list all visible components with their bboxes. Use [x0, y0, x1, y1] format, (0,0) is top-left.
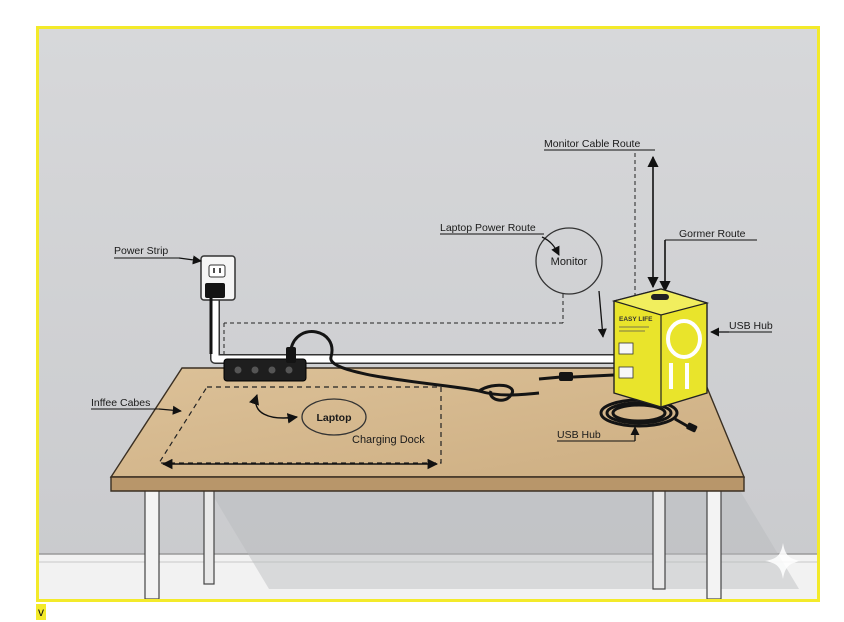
- footer-caption: v: [36, 604, 46, 620]
- connector-cable: [572, 373, 615, 379]
- connector-cable: [538, 375, 562, 381]
- laptop-ellipse: [301, 398, 367, 436]
- usb-cable-coil: [611, 403, 667, 423]
- cable-coil: [478, 383, 515, 402]
- box-cable-image: [669, 363, 673, 389]
- outlet-socket-top: [208, 264, 226, 278]
- desk-cable-diagram: Laptop Charging Dock Monitor Laptop Powe…: [39, 29, 817, 599]
- monitor-label: Monitor: [551, 256, 588, 268]
- illustration-frame: Laptop Charging Dock Monitor Laptop Powe…: [36, 26, 820, 602]
- power-plug: [205, 283, 225, 298]
- laptop-power-route-arrow: [541, 236, 560, 256]
- desk-leg-front-right: [706, 488, 722, 599]
- power-cable: [289, 330, 540, 397]
- strip-socket: [268, 366, 276, 374]
- strip-socket: [285, 366, 293, 374]
- sparkle-icon: [765, 543, 801, 579]
- monitor-cable-route-label: Monitor Cable Route: [544, 138, 640, 150]
- strip-socket: [251, 366, 259, 374]
- laptop-power-route-label: Laptop Power Route: [440, 222, 536, 234]
- usb-cable-end: [674, 417, 690, 429]
- desk-leg-back-left: [203, 488, 215, 585]
- monitor-to-hub-arrow: [597, 290, 607, 338]
- box-cable-image: [685, 363, 689, 389]
- usb-hub-box-label: USB Hub: [729, 320, 773, 332]
- box-product-image: [618, 342, 634, 355]
- inffee-cabes-label: Inffee Cabes: [91, 397, 150, 409]
- inffee-cabes-arrow: [158, 405, 182, 415]
- box-brand: EASY LIFE: [619, 316, 653, 323]
- laptop-arrow: [249, 394, 299, 424]
- strip-socket: [234, 366, 242, 374]
- usb-hub-cable-label: USB Hub: [557, 429, 601, 441]
- monitor-circle: [535, 227, 603, 295]
- desk-shadow: [209, 489, 799, 589]
- laptop-label: Laptop: [317, 412, 352, 424]
- power-strip-label: Power Strip: [114, 245, 168, 257]
- power-strip: [223, 358, 307, 382]
- cable-raceway: [211, 287, 627, 363]
- cable-connector: [559, 372, 573, 381]
- strip-plug: [286, 347, 296, 363]
- usb-cable-coil: [605, 401, 673, 425]
- desk-edge: [110, 476, 745, 492]
- gormer-route-label: Gormer Route: [679, 228, 746, 240]
- desk-leg-front-left: [144, 488, 160, 599]
- power-strip-arrow: [178, 255, 202, 265]
- charging-dock-label: Charging Dock: [352, 434, 425, 446]
- box-handle: [651, 294, 669, 300]
- desk-leg-back-right: [652, 488, 666, 590]
- box-cable-image: [666, 319, 702, 359]
- laptop-zone: [157, 386, 442, 464]
- usb-plug: [686, 422, 698, 433]
- usb-hub-box-top: [611, 288, 710, 316]
- box-product-image: [618, 366, 634, 379]
